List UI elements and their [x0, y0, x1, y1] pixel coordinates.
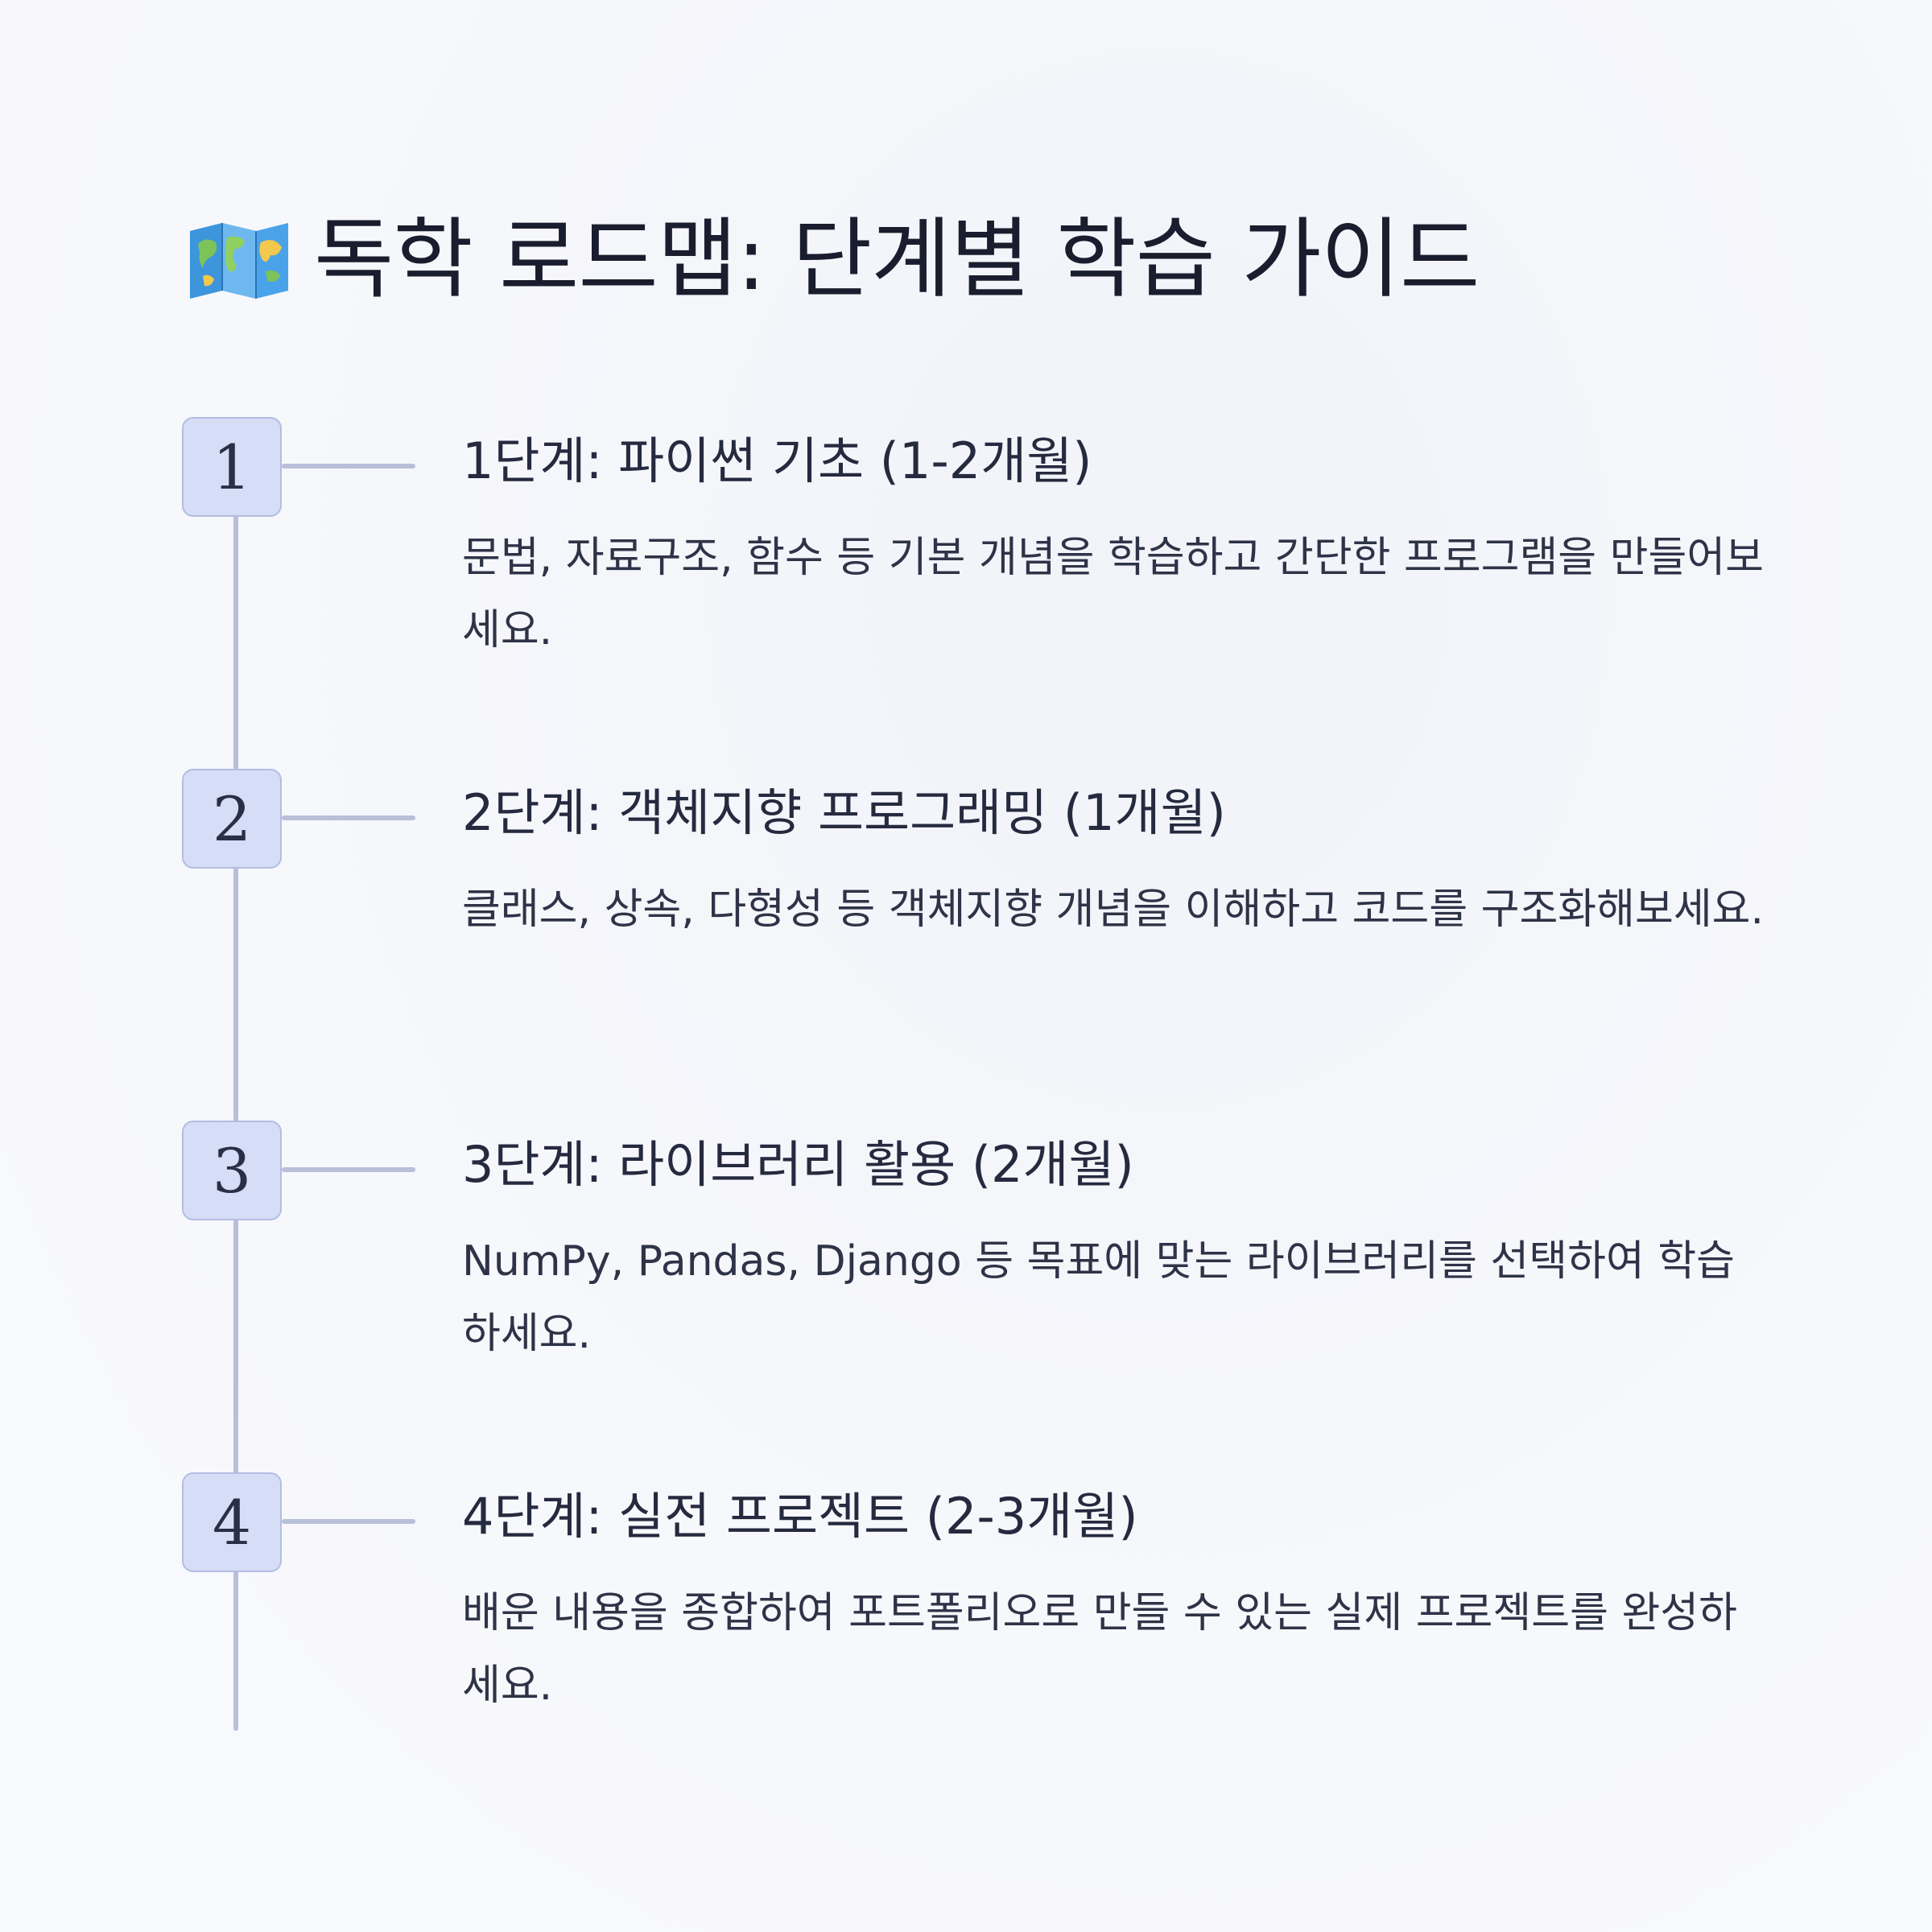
page-title-text: 독학 로드맵: 단계별 학습 가이드: [314, 209, 1480, 310]
step-connector: [282, 815, 415, 820]
step-description: 문법, 자료구조, 함수 등 기본 개념을 학습하고 간단한 프로그램을 만들어…: [462, 534, 1765, 654]
step-number-badge: 3: [182, 1121, 282, 1220]
step-connector: [282, 1519, 415, 1524]
step-title: 3단계: 라이브러리 활용 (2개월): [462, 1135, 1134, 1194]
step-number-badge: 4: [182, 1472, 282, 1572]
step-number-badge: 2: [182, 769, 282, 869]
step-description: 배운 내용을 종합하여 포트폴리오로 만들 수 있는 실제 프로젝트를 완성하세…: [462, 1589, 1737, 1710]
step-description: NumPy, Pandas, Django 등 목표에 맞는 라이브러리를 선택…: [462, 1237, 1735, 1358]
world-map-icon: [190, 223, 288, 299]
step-title: 4단계: 실전 프로젝트 (2-3개월): [462, 1487, 1138, 1546]
step-1: 1 1단계: 파이썬 기초 (1-2개월) 문법, 자료구조, 함수 등 기본 …: [0, 417, 1932, 683]
step-description: 클래스, 상속, 다형성 등 객체지향 개념을 이해하고 코드를 구조화해보세요…: [462, 886, 1765, 934]
step-number-badge: 1: [182, 417, 282, 517]
step-connector: [282, 1167, 415, 1172]
step-connector: [282, 464, 415, 469]
step-title: 1단계: 파이썬 기초 (1-2개월): [462, 431, 1092, 490]
page-title: 독학 로드맵: 단계별 학습 가이드: [187, 208, 1480, 312]
step-2: 2 2단계: 객체지향 프로그래밍 (1개월) 클래스, 상속, 다형성 등 객…: [0, 769, 1932, 1034]
step-3: 3 3단계: 라이브러리 활용 (2개월) NumPy, Pandas, Dja…: [0, 1121, 1932, 1386]
step-4: 4 4단계: 실전 프로젝트 (2-3개월) 배운 내용을 종합하여 포트폴리오…: [0, 1472, 1932, 1738]
step-title: 2단계: 객체지향 프로그래밍 (1개월): [462, 783, 1226, 842]
timeline-line: [233, 467, 238, 1731]
